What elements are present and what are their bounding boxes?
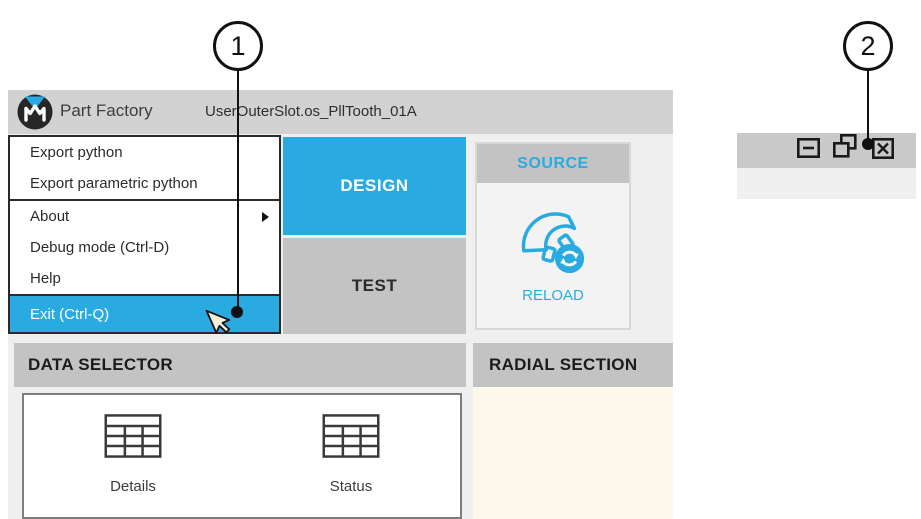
- data-selector-title: DATA SELECTOR: [28, 355, 173, 374]
- submenu-arrow-icon: [262, 211, 269, 222]
- source-panel: SOURCE: [475, 142, 631, 330]
- minimize-icon: [796, 137, 820, 163]
- document-title: UserOuterSlot.os_PllTooth_01A: [205, 103, 417, 120]
- menu-item-label: Export python: [30, 144, 123, 161]
- radial-section-title: RADIAL SECTION: [489, 355, 638, 374]
- menu-item-label: Exit (Ctrl-Q): [30, 305, 110, 323]
- reload-part-icon: [514, 206, 592, 283]
- minimize-button[interactable]: [796, 137, 820, 163]
- app-name: Part Factory: [60, 101, 153, 120]
- restore-icon: [832, 133, 857, 163]
- callout-2-dot: [862, 138, 874, 150]
- menu-item-label: About: [30, 208, 70, 225]
- mouse-cursor: [199, 305, 239, 350]
- close-icon: [871, 137, 894, 164]
- restore-button[interactable]: [832, 133, 857, 163]
- window-controls-substrip: [737, 168, 916, 199]
- close-button[interactable]: [871, 137, 895, 164]
- window-controls-bar: [737, 133, 916, 168]
- menu-item-label: Help: [30, 270, 61, 287]
- data-selector-panel: Details Status: [22, 393, 462, 519]
- radial-section-header: RADIAL SECTION: [473, 343, 673, 387]
- callout-1: 1: [213, 21, 263, 71]
- callout-1-line: [237, 71, 239, 312]
- menu-item-label: Debug mode (Ctrl-D): [30, 239, 170, 256]
- callout-1-dot: [231, 306, 243, 318]
- callout-1-number: 1: [230, 30, 246, 61]
- data-selector-item-label: Status: [329, 478, 373, 495]
- menu-item-debug-mode[interactable]: Debug mode (Ctrl-D): [10, 232, 279, 263]
- menu-separator: [10, 294, 279, 296]
- tab-design[interactable]: DESIGN: [283, 137, 466, 235]
- reload-button[interactable]: RELOAD: [477, 183, 629, 326]
- tab-test[interactable]: TEST: [283, 238, 466, 334]
- callout-2-line: [867, 71, 869, 144]
- source-panel-title: SOURCE: [477, 144, 629, 183]
- data-selector-item-details[interactable]: Details: [104, 414, 162, 495]
- app-menu: Export python Export parametric python A…: [8, 135, 281, 334]
- radial-section-body: [473, 387, 673, 519]
- part-factory-window: Part Factory UserOuterSlot.os_PllTooth_0…: [8, 90, 673, 519]
- part-factory-logo-icon: [16, 93, 54, 136]
- table-icon: [104, 414, 162, 463]
- data-selector-header: DATA SELECTOR: [14, 343, 466, 387]
- tab-test-label: TEST: [351, 276, 398, 295]
- menu-item-help[interactable]: Help: [10, 263, 279, 294]
- data-selector-item-status[interactable]: Status: [322, 414, 380, 495]
- menu-item-export-parametric-python[interactable]: Export parametric python: [10, 168, 279, 199]
- tab-design-label: DESIGN: [340, 176, 409, 195]
- callout-2: 2: [843, 21, 893, 71]
- menu-separator: [10, 199, 279, 201]
- menu-item-about[interactable]: About: [10, 201, 279, 232]
- menu-item-label: Export parametric python: [30, 175, 198, 192]
- menu-item-export-python[interactable]: Export python: [10, 137, 279, 168]
- title-bar[interactable]: Part Factory UserOuterSlot.os_PllTooth_0…: [8, 90, 673, 134]
- data-selector-item-label: Details: [110, 478, 156, 495]
- table-icon: [322, 414, 380, 463]
- callout-2-number: 2: [860, 30, 876, 61]
- reload-button-label: RELOAD: [522, 286, 584, 304]
